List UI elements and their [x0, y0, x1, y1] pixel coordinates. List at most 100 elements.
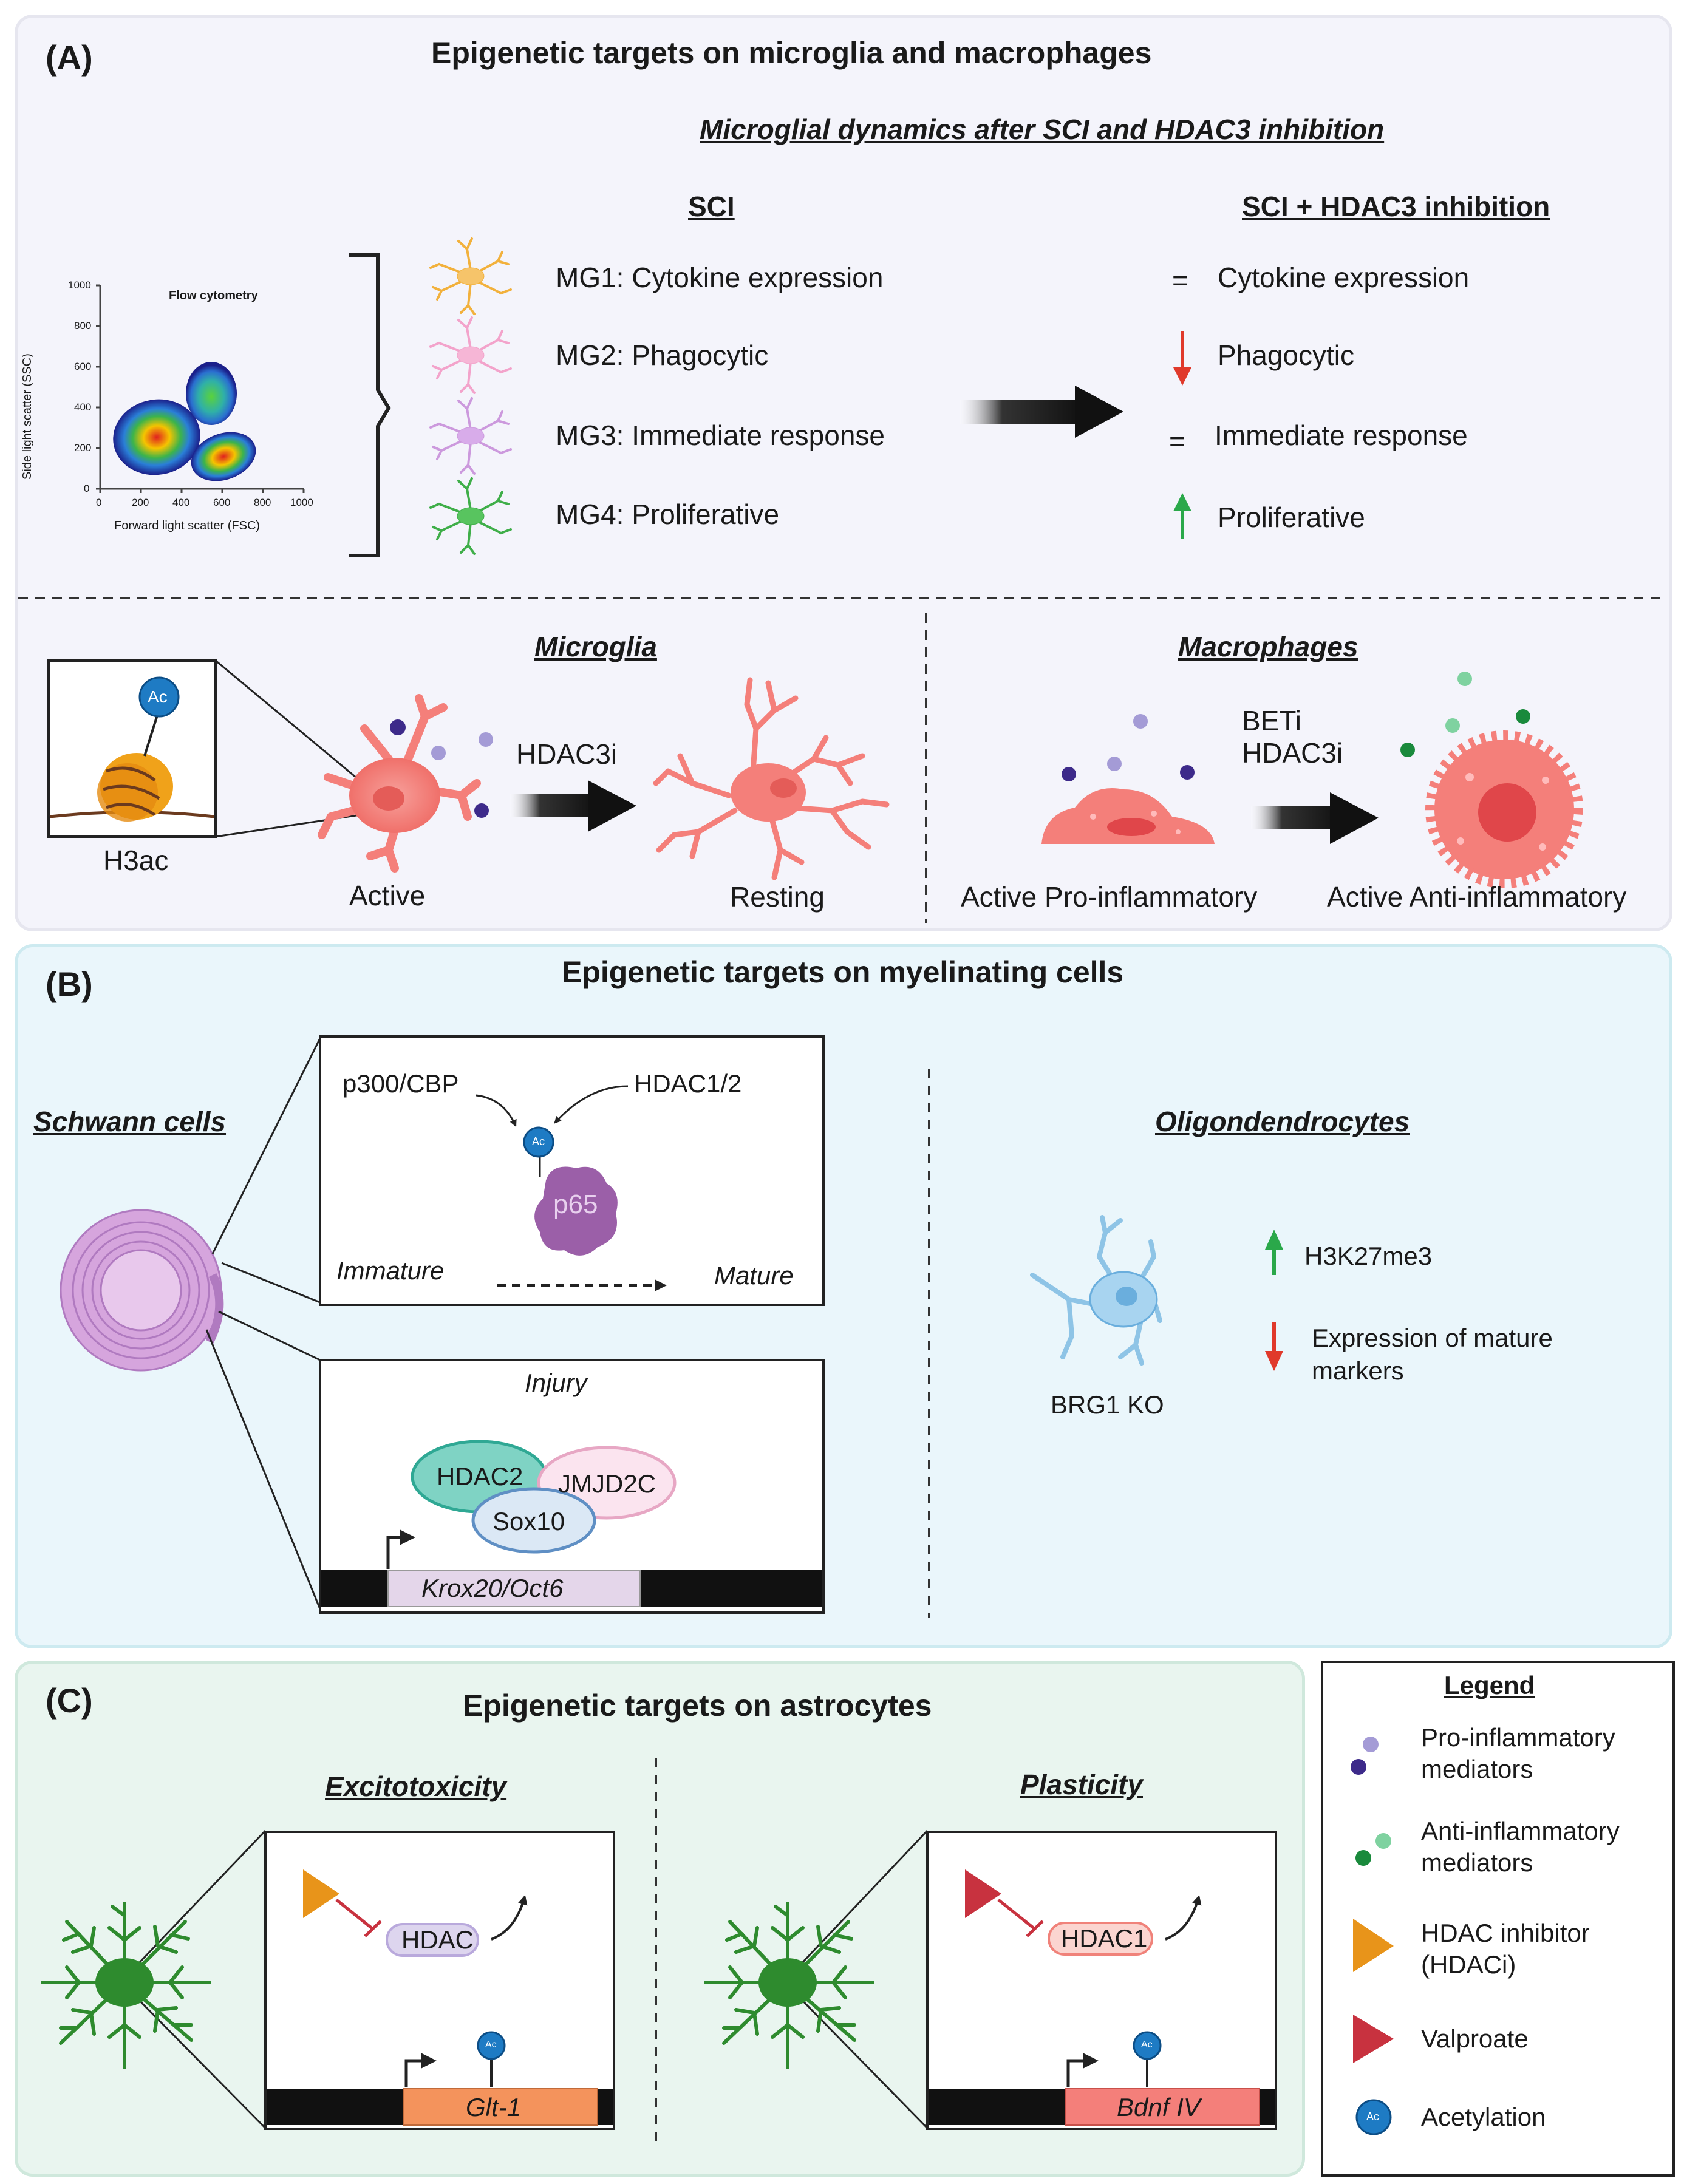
mg2-cell-icon — [429, 316, 512, 394]
mg1-label: MG1: Cytokine expression — [556, 262, 884, 293]
mg2-label: MG2: Phagocytic — [556, 339, 769, 371]
result-phagocytic: Phagocytic — [1218, 339, 1355, 371]
resting-label: Resting — [730, 881, 825, 913]
sci-hdac-column-header: SCI + HDAC3 inhibition — [1242, 191, 1550, 222]
y-tick: 400 — [74, 401, 92, 413]
glt1-inset-box: HDAC Ac Glt-1 — [264, 1831, 615, 2130]
anti-inflammatory-label: Active Anti-inflammatory — [1327, 881, 1627, 913]
h3ac-inset — [47, 659, 217, 838]
schwann-cell-spiral — [60, 1209, 224, 1372]
result-cytokine: Cytokine expression — [1218, 262, 1470, 293]
anti-inflammatory-macrophage — [1425, 730, 1583, 888]
hdac3i-arrow-icon — [510, 780, 636, 832]
expression-label-line1: Expression of mature — [1312, 1324, 1553, 1352]
immature-label: Immature — [336, 1256, 445, 1285]
beti-label: BETi — [1242, 705, 1301, 737]
astrocyte-icon-right — [704, 1902, 874, 2069]
krox20-gene-label: Krox20/Oct6 — [421, 1574, 564, 1602]
ac-label: Ac — [485, 2039, 497, 2050]
flow-cytometry-plot — [96, 284, 305, 493]
panel-a — [15, 15, 1672, 931]
legend-anti-line1: Anti-inflammatory — [1421, 1817, 1620, 1845]
p300-label: p300/CBP — [343, 1069, 459, 1098]
mg1-cell-icon — [429, 237, 512, 315]
legend-title: Legend — [1444, 1671, 1535, 1699]
legend-anti-line2: mediators — [1421, 1848, 1533, 1877]
legend-acetylation: Acetylation — [1421, 2103, 1546, 2131]
valproate-icon — [965, 1869, 1001, 1918]
h3ac-label: H3ac — [103, 845, 169, 876]
oligo-title: Oligondendrocytes — [1155, 1106, 1410, 1137]
panel-c-letter: (C) — [46, 1681, 93, 1720]
flow-plot-title: Flow cytometry — [169, 289, 258, 302]
result-proliferative: Proliferative — [1218, 502, 1365, 533]
panel-a-title: Epigenetic targets on microglia and macr… — [431, 36, 1152, 70]
hdac12-label: HDAC1/2 — [634, 1069, 742, 1098]
equal-sign: = — [1172, 265, 1188, 296]
hdac1-label: HDAC1 — [1061, 1924, 1148, 1953]
y-tick: 800 — [74, 320, 92, 332]
p65-label: p65 — [553, 1189, 598, 1219]
jmjd2c-label: JMJD2C — [558, 1469, 656, 1498]
active-microglia-cell — [318, 694, 481, 873]
ac-label: Ac — [148, 687, 168, 706]
down-arrow-icon — [1173, 331, 1191, 386]
up-arrow-icon — [1173, 493, 1191, 539]
plasticity-title: Plasticity — [1020, 1769, 1143, 1800]
mg4-cell-icon — [429, 477, 512, 555]
bdnf-gene-label: Bdnf IV — [1117, 2093, 1201, 2121]
h3k27me3-label: H3K27me3 — [1304, 1242, 1433, 1270]
panel-b-letter: (B) — [46, 965, 93, 1003]
mg3-label: MG3: Immediate response — [556, 420, 885, 451]
hdac2-label: HDAC2 — [437, 1462, 523, 1491]
macrophages-title: Macrophages — [1178, 631, 1358, 662]
microglia-title: Microglia — [534, 631, 657, 662]
hdaci-icon — [303, 1869, 339, 1918]
hdac-label: HDAC — [401, 1925, 474, 1954]
hdac3i-label: HDAC3i — [516, 738, 618, 770]
bdnf-inset-box: HDAC1 Ac Bdnf IV — [926, 1831, 1277, 2130]
x-tick: 600 — [213, 497, 231, 508]
astrocyte-icon-left — [41, 1902, 211, 2069]
equal-sign: = — [1169, 426, 1185, 457]
x-tick: 200 — [132, 497, 149, 508]
down-arrow-icon — [1265, 1322, 1283, 1371]
big-arrow-icon — [960, 386, 1123, 438]
legend-ac-icon-label: Ac — [1366, 2111, 1380, 2123]
resting-microglia-cell — [653, 677, 890, 880]
mature-label: Mature — [714, 1261, 794, 1290]
pro-inflammatory-label: Active Pro-inflammatory — [961, 881, 1258, 913]
injury-label: Injury — [525, 1369, 587, 1397]
panel-c-title: Epigenetic targets on astrocytes — [463, 1689, 932, 1723]
legend-pro-line1: Pro-inflammatory — [1421, 1723, 1615, 1752]
result-immediate: Immediate response — [1215, 420, 1468, 451]
legend-hdaci-line2: (HDACi) — [1421, 1950, 1516, 1979]
betihdac3i-arrow-icon — [1251, 792, 1379, 844]
y-tick: 1000 — [68, 279, 91, 291]
p65-inset-box: p300/CBP HDAC1/2 Ac p65 Immature Mature — [319, 1035, 825, 1306]
x-tick: 400 — [172, 497, 190, 508]
x-tick: 0 — [96, 497, 102, 508]
panel-a-letter: (A) — [46, 38, 93, 77]
legend-valproate: Valproate — [1421, 2024, 1529, 2053]
hdac3i-macro-label: HDAC3i — [1242, 737, 1343, 769]
mg4-label: MG4: Proliferative — [556, 498, 780, 530]
flow-ylabel: Side light scatter (SSC) — [21, 353, 34, 480]
panel-a-subtitle: Microglial dynamics after SCI and HDAC3 … — [700, 114, 1385, 145]
sox10-label: Sox10 — [493, 1507, 565, 1536]
glt1-gene-label: Glt-1 — [466, 2093, 522, 2121]
ac-label: Ac — [1141, 2039, 1153, 2050]
brg1-ko-label: BRG1 KO — [1051, 1390, 1164, 1419]
schwann-title: Schwann cells — [33, 1106, 227, 1137]
sci-column-header: SCI — [688, 191, 735, 222]
pro-inflammatory-macrophage — [1041, 788, 1215, 844]
flow-xlabel: Forward light scatter (FSC) — [114, 519, 261, 532]
active-label: Active — [349, 880, 426, 911]
y-tick: 0 — [84, 483, 90, 494]
expression-label-line2: markers — [1312, 1356, 1404, 1385]
x-tick: 1000 — [290, 497, 313, 508]
excitotoxicity-title: Excitotoxicity — [325, 1771, 507, 1802]
injury-inset-box: Injury HDAC2 JMJD2C Sox10 Krox20/Oct6 — [319, 1359, 825, 1614]
ac-label: Ac — [532, 1135, 545, 1148]
